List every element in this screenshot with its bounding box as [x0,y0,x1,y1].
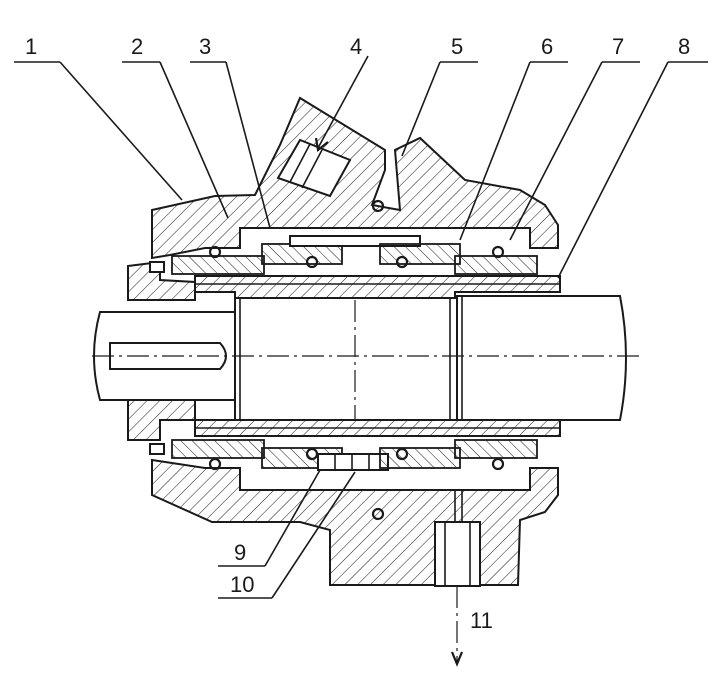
label-3: 3 [199,34,211,59]
static-ring-lower-left [171,439,265,459]
static-ring-upper-left [171,255,265,275]
left-housing-stub-lower [127,397,196,441]
label-5: 5 [451,34,463,59]
o-ring [395,447,409,461]
seal-sleeve-top [289,235,421,247]
label-10: 10 [230,572,254,597]
flush-port [276,138,352,198]
label-1: 1 [25,34,37,59]
o-ring [395,255,409,269]
label-8: 8 [678,34,690,59]
lower-gland-housing [151,458,559,586]
label-9: 9 [234,540,246,565]
upper-gland-housing [151,96,559,260]
label-7: 7 [612,34,624,59]
label-6: 6 [541,34,553,59]
o-ring [305,447,319,461]
rotating-ring-upper-right [379,243,461,265]
rotating-ring-lower-right [379,447,461,469]
label-2: 2 [131,34,143,59]
o-ring [208,245,222,259]
static-ring-lower-right [454,439,538,459]
static-ring-upper-right [454,255,538,275]
o-ring [491,245,505,259]
label-4: 4 [350,34,362,59]
label-11: 11 [470,608,493,633]
spring-cavity [317,453,389,471]
o-ring [491,457,505,471]
drain-port [434,521,481,587]
o-ring [305,255,319,269]
o-ring [371,199,385,213]
shaft-right [456,295,627,421]
shaft-sleeve-center [234,297,458,421]
flush-arrow [317,55,369,149]
